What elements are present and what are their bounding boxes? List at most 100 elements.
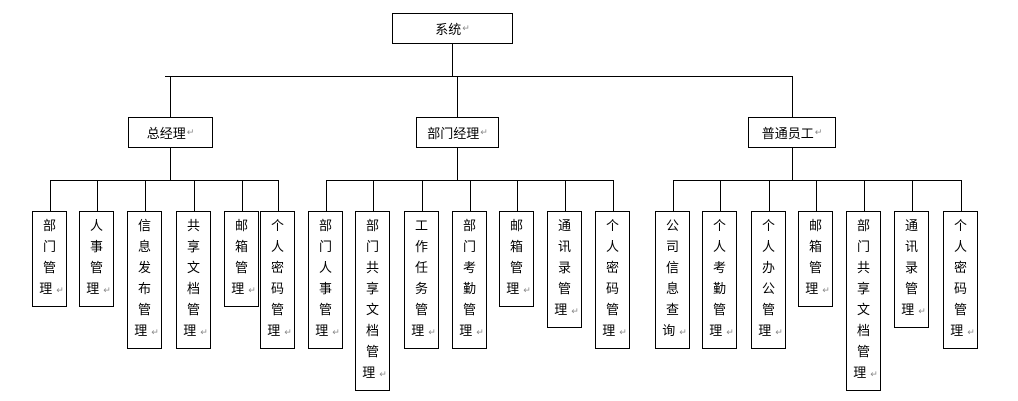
leaf-char: 理↵ bbox=[709, 324, 734, 339]
leaf-char: 通 bbox=[557, 219, 571, 234]
leaf-node: 邮箱管理↵ bbox=[798, 211, 833, 307]
paragraph-mark: ↵ bbox=[726, 328, 734, 338]
leaf-char: 门 bbox=[856, 240, 870, 255]
leaf-char: 理↵ bbox=[183, 324, 208, 339]
leaf-char: 部 bbox=[365, 219, 379, 234]
leaf-char: 管 bbox=[904, 282, 918, 297]
paragraph-mark: ↵ bbox=[870, 370, 878, 380]
leaf-char: 个 bbox=[712, 219, 726, 234]
paragraph-mark: ↵ bbox=[679, 328, 687, 338]
leaf-char: 门 bbox=[318, 240, 332, 255]
leaf-char: 理↵ bbox=[459, 324, 484, 339]
leaf-char: 文 bbox=[856, 303, 870, 318]
leaf-char: 部 bbox=[318, 219, 332, 234]
branch-label: 部门经理 bbox=[427, 127, 480, 142]
paragraph-mark: ↵ bbox=[200, 328, 208, 338]
leaf-char: 管 bbox=[712, 303, 726, 318]
leaf-char: 务 bbox=[414, 282, 428, 297]
paragraph-mark: ↵ bbox=[814, 127, 823, 138]
leaf-char: 个 bbox=[605, 219, 619, 234]
leaf-char: 个 bbox=[270, 219, 284, 234]
paragraph-mark: ↵ bbox=[379, 370, 387, 380]
paragraph-mark: ↵ bbox=[476, 328, 484, 338]
paragraph-mark: ↵ bbox=[284, 328, 292, 338]
leaf-node: 人事管理↵ bbox=[79, 211, 114, 307]
leaf-char: 理↵ bbox=[602, 324, 627, 339]
leaf-char: 公 bbox=[665, 219, 679, 234]
leaf-char: 事 bbox=[89, 240, 103, 255]
leaf-char: 理↵ bbox=[506, 282, 531, 297]
leaf-char: 文 bbox=[365, 303, 379, 318]
paragraph-mark: ↵ bbox=[918, 307, 926, 317]
leaf-char: 管 bbox=[509, 261, 523, 276]
leaf-char: 管 bbox=[856, 345, 870, 360]
paragraph-mark: ↵ bbox=[523, 286, 531, 296]
leaf-char: 码 bbox=[605, 282, 619, 297]
leaf-char: 门 bbox=[462, 240, 476, 255]
leaf-char: 理↵ bbox=[853, 366, 878, 381]
leaf-char: 文 bbox=[186, 261, 200, 276]
leaf-char: 管 bbox=[318, 303, 332, 318]
leaf-char: 管 bbox=[137, 303, 151, 318]
leaf-char: 公 bbox=[761, 282, 775, 297]
paragraph-mark: ↵ bbox=[822, 286, 830, 296]
leaf-char: 个 bbox=[761, 219, 775, 234]
leaf-char: 箱 bbox=[808, 240, 822, 255]
paragraph-mark: ↵ bbox=[248, 286, 256, 296]
leaf-char: 理↵ bbox=[315, 324, 340, 339]
leaf-char: 录 bbox=[557, 261, 571, 276]
leaf-char: 勤 bbox=[462, 282, 476, 297]
branch-label: 普通员工 bbox=[761, 127, 814, 142]
leaf-char: 布 bbox=[137, 282, 151, 297]
leaf-char: 档 bbox=[856, 324, 870, 339]
leaf-char: 理↵ bbox=[805, 282, 830, 297]
leaf-char: 共 bbox=[186, 219, 200, 234]
leaf-char: 勤 bbox=[712, 282, 726, 297]
leaf-char: 管 bbox=[365, 345, 379, 360]
branch-node-staff: 普通员工↵ bbox=[748, 117, 836, 148]
leaf-char: 管 bbox=[953, 303, 967, 318]
leaf-char: 管 bbox=[186, 303, 200, 318]
leaf-node: 工作任务管理↵ bbox=[404, 211, 439, 349]
leaf-char: 通 bbox=[904, 219, 918, 234]
leaf-char: 询↵ bbox=[662, 324, 687, 339]
leaf-char: 理↵ bbox=[39, 282, 64, 297]
leaf-char: 理↵ bbox=[758, 324, 783, 339]
leaf-char: 档 bbox=[186, 282, 200, 297]
paragraph-mark: ↵ bbox=[103, 286, 111, 296]
leaf-char: 理↵ bbox=[362, 366, 387, 381]
paragraph-mark: ↵ bbox=[571, 307, 579, 317]
paragraph-mark: ↵ bbox=[332, 328, 340, 338]
leaf-char: 邮 bbox=[509, 219, 523, 234]
leaf-node: 个人考勤管理↵ bbox=[702, 211, 737, 349]
branch-label: 总经理 bbox=[146, 127, 186, 142]
leaf-node: 邮箱管理↵ bbox=[499, 211, 534, 307]
leaf-char: 人 bbox=[270, 240, 284, 255]
leaf-node: 部门共享文档管理↵ bbox=[846, 211, 881, 391]
leaf-node: 公司信息查询↵ bbox=[655, 211, 690, 349]
leaf-char: 信 bbox=[665, 261, 679, 276]
paragraph-mark: ↵ bbox=[56, 286, 64, 296]
leaf-char: 管 bbox=[761, 303, 775, 318]
leaf-char: 共 bbox=[365, 261, 379, 276]
leaf-char: 码 bbox=[270, 282, 284, 297]
leaf-char: 管 bbox=[557, 282, 571, 297]
root-label: 系统 bbox=[435, 23, 462, 38]
leaf-char: 人 bbox=[89, 219, 103, 234]
leaf-char: 管 bbox=[605, 303, 619, 318]
leaf-char: 考 bbox=[712, 261, 726, 276]
leaf-char: 录 bbox=[904, 261, 918, 276]
leaf-char: 理↵ bbox=[134, 324, 159, 339]
leaf-char: 管 bbox=[462, 303, 476, 318]
leaf-node: 个人密码管理↵ bbox=[595, 211, 630, 349]
leaf-char: 查 bbox=[665, 303, 679, 318]
leaf-char: 办 bbox=[761, 261, 775, 276]
leaf-char: 密 bbox=[605, 261, 619, 276]
leaf-node: 个人密码管理↵ bbox=[943, 211, 978, 349]
leaf-char: 人 bbox=[605, 240, 619, 255]
leaf-char: 理↵ bbox=[411, 324, 436, 339]
paragraph-mark: ↵ bbox=[151, 328, 159, 338]
leaf-char: 管 bbox=[89, 261, 103, 276]
leaf-char: 理↵ bbox=[231, 282, 256, 297]
